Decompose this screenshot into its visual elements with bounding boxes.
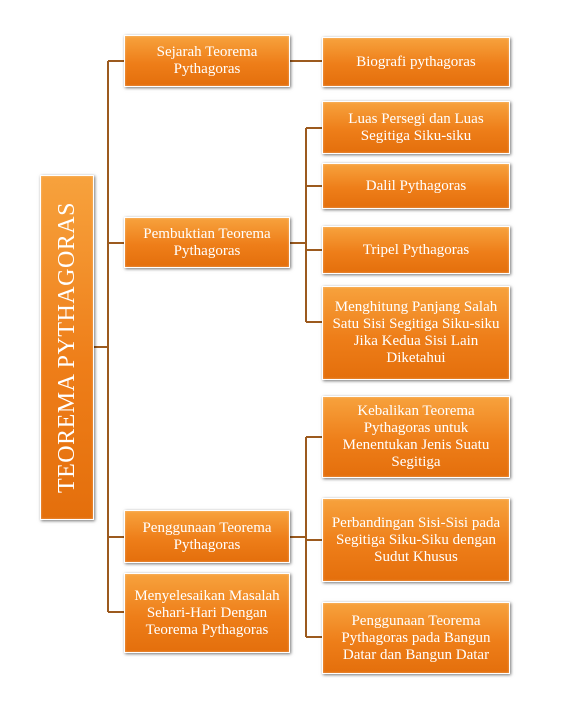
branch-label: Menyelesaikan Masalah Sehari-Hari Dengan… <box>134 587 280 638</box>
leaf-label: Perbandingan Sisi-Sisi pada Segitiga Sik… <box>331 514 501 565</box>
leaf-label: Kebalikan Teorema Pythagoras untuk Menen… <box>342 403 490 470</box>
leaf-label: Luas Persegi dan Luas Segitiga Siku-siku <box>348 110 484 144</box>
leaf-luas-persegi: Luas Persegi dan Luas Segitiga Siku-siku <box>322 101 510 154</box>
branch-menyelesaikan: Menyelesaikan Masalah Sehari-Hari Dengan… <box>124 573 290 653</box>
leaf-menghitung-panjang: Menghitung Panjang Salah Satu Sisi Segit… <box>322 286 510 380</box>
leaf-label: Tripel Pythagoras <box>362 241 470 258</box>
leaf-label: Dalil Pythagoras <box>365 177 467 194</box>
root-label: TEOREMA PYTHAGORAS <box>53 201 80 494</box>
branch-label: Penggunaan Teorema Pythagoras <box>142 519 272 553</box>
leaf-kebalikan: Kebalikan Teorema Pythagoras untuk Menen… <box>322 396 510 478</box>
leaf-label: Biografi pythagoras <box>356 53 476 70</box>
branch-penggunaan: Penggunaan Teorema Pythagoras <box>124 510 290 563</box>
leaf-tripel: Tripel Pythagoras <box>322 226 510 274</box>
branch-label: Sejarah Teorema Pythagoras <box>156 44 258 77</box>
leaf-label: Penggunaan Teorema Pythagoras pada Bangu… <box>341 612 491 663</box>
root-node: TEOREMA PYTHAGORAS <box>40 175 94 520</box>
branch-pembuktian: Pembuktian Teorema Pythagoras <box>124 217 290 268</box>
branch-label: Pembuktian Teorema Pythagoras <box>143 225 271 259</box>
leaf-dalil: Dalil Pythagoras <box>322 163 510 209</box>
leaf-biografi: Biografi pythagoras <box>322 37 510 87</box>
leaf-label: Menghitung Panjang Salah Satu Sisi Segit… <box>332 299 500 366</box>
branch-sejarah: Sejarah Teorema Pythagoras <box>124 35 290 87</box>
leaf-bangun-datar: Penggunaan Teorema Pythagoras pada Bangu… <box>322 602 510 674</box>
leaf-perbandingan: Perbandingan Sisi-Sisi pada Segitiga Sik… <box>322 498 510 582</box>
